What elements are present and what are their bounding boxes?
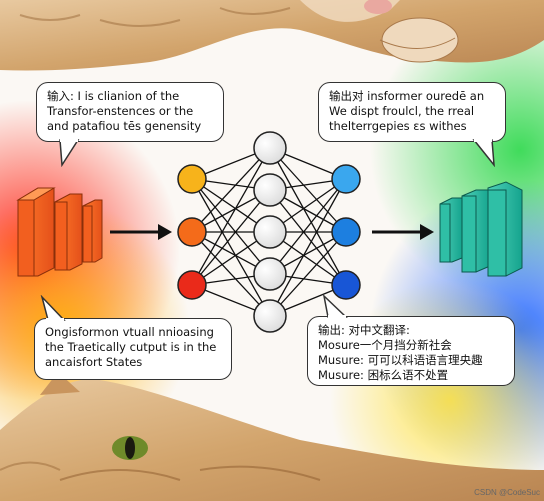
output-node [331, 217, 361, 247]
hidden-node [253, 215, 287, 249]
bubble-line: We dispt froulcl, the rreal [329, 104, 475, 118]
bubble-tail [472, 139, 495, 167]
connection-line [191, 147, 271, 286]
hidden-node [253, 131, 287, 165]
translation-speech-bubble: 输出: 对中文翻译: Mosure一个月挡分新社会 Musure: 可可以科语语… [307, 316, 515, 386]
bubble-tail [59, 139, 80, 167]
watermark: CSDN @CodeSuc [474, 488, 540, 497]
connection-line [191, 189, 271, 286]
connection-line [191, 231, 271, 317]
neural-network [177, 131, 361, 333]
connection-line [269, 147, 347, 286]
description-speech-bubble: Ongisformon vtuall nnioasing the Traetic… [34, 318, 232, 380]
connection-line [191, 178, 271, 275]
connection-line [269, 178, 347, 317]
bubble-line: 输入: I is clianion of the [47, 89, 180, 103]
bubble-line: 输出: 对中文翻译: [318, 323, 410, 337]
cat-paw-icon [381, 17, 459, 63]
output-speech-bubble: 输出对 insformer ouredē an We dispt froulcl… [318, 82, 506, 142]
output-data-blocks [439, 181, 523, 277]
connection-line [191, 178, 271, 317]
bubble-tail [40, 295, 66, 321]
bubble-line: Musure: 可可以科语语言理央趣 [318, 353, 483, 367]
input-speech-bubble: 输入: I is clianion of the Transfor-ensten… [36, 82, 224, 142]
hidden-node [253, 173, 287, 207]
bubble-line: ancaisfort States [45, 355, 143, 369]
bubble-line: and patafiou tēs genensity [47, 119, 202, 133]
cat-photo-bottom [0, 372, 544, 501]
bubble-line: 输出对 insformer ouredē an [329, 89, 485, 103]
bubble-line: Musure: 困标么语不处置 [318, 368, 449, 382]
bubble-line: Mosure一个月挡分新社会 [318, 338, 452, 352]
bubble-tail [322, 294, 348, 318]
bubble-line: Ongisformon vtuall nnioasing [45, 325, 214, 339]
input-node [177, 217, 207, 247]
connection-line [269, 189, 347, 286]
arrow-right-icon [372, 224, 434, 240]
hidden-node [253, 257, 287, 291]
connection-line [269, 147, 347, 233]
input-data-blocks [16, 187, 103, 277]
bubble-line: the Traetically cutput is in the [45, 340, 217, 354]
bubble-line: Transfor-enstences or the [47, 104, 194, 118]
cat-photo-top [0, 0, 544, 71]
arrow-right-icon [110, 224, 172, 240]
connection-line [269, 178, 347, 275]
input-node [177, 270, 207, 300]
bubble-line: thelterrgepies ɛs withes [329, 119, 467, 133]
output-node [331, 270, 361, 300]
hidden-node [253, 299, 287, 333]
connection-line [269, 231, 347, 317]
connection-line [191, 147, 271, 233]
output-node [331, 164, 361, 194]
input-node [177, 164, 207, 194]
